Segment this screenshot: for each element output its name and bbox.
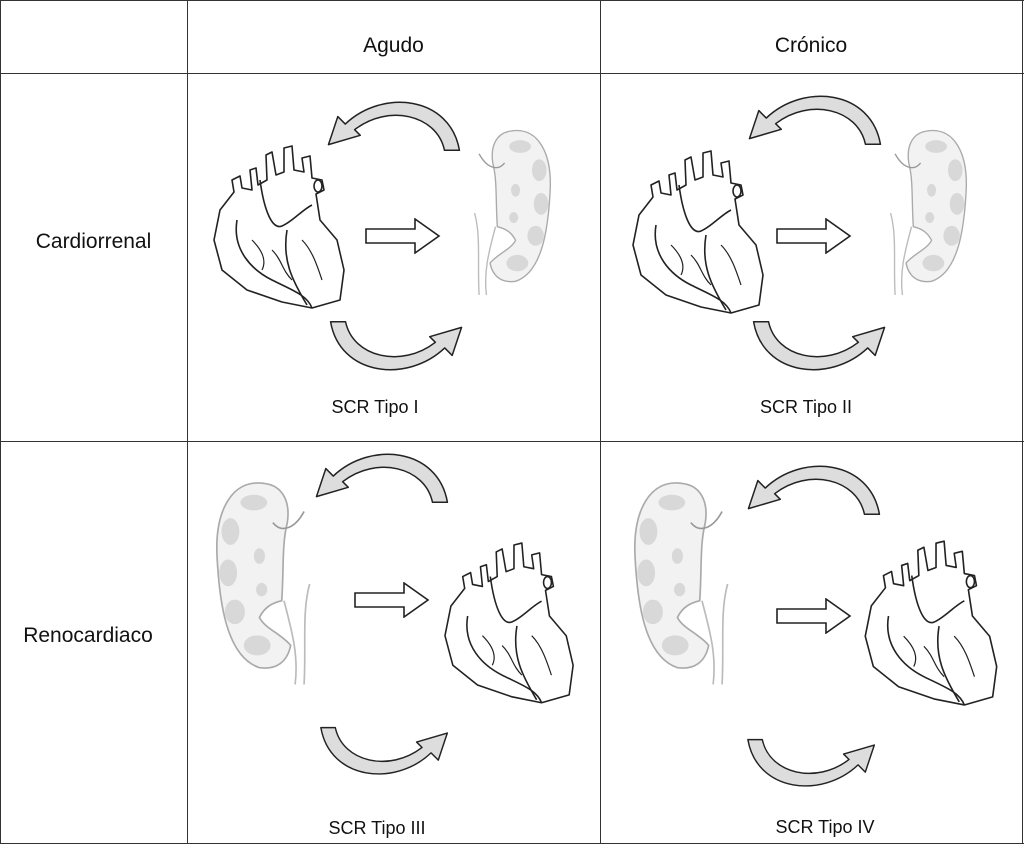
arrow-right-icon	[354, 582, 429, 618]
label-scr-tipo-2: SCR Tipo II	[759, 397, 853, 417]
border-col1	[187, 0, 188, 844]
curved-arrow-icon	[315, 453, 449, 504]
border-top	[0, 0, 1024, 1]
curved-arrow-icon	[747, 738, 876, 787]
curved-arrow-icon	[327, 101, 461, 152]
curved-arrow-icon	[752, 320, 886, 371]
curved-arrow-icon	[329, 320, 463, 371]
label-scr-tipo-3: SCR Tipo III	[328, 818, 426, 838]
border-row2	[0, 441, 1024, 442]
row-label-renocardiaco: Renocardiaco	[23, 624, 153, 647]
arrow-right-icon	[776, 218, 851, 254]
kidney-icon	[473, 129, 552, 296]
heart-icon	[632, 150, 764, 314]
kidney-icon	[215, 481, 311, 686]
border-right	[1022, 0, 1023, 844]
curved-arrow-icon	[320, 726, 449, 775]
heart-icon	[213, 145, 345, 309]
header-agudo: Agudo	[363, 34, 424, 57]
header-cronico: Crónico	[774, 34, 848, 57]
label-scr-tipo-4: SCR Tipo IV	[775, 817, 875, 837]
arrow-right-icon	[776, 598, 851, 634]
heart-icon	[444, 542, 574, 704]
row-label-cardiorrenal: Cardiorrenal	[35, 230, 152, 253]
border-col2	[600, 0, 601, 844]
label-scr-tipo-1: SCR Tipo I	[331, 397, 419, 417]
kidney-icon	[633, 481, 729, 686]
border-row1	[0, 73, 1024, 74]
curved-arrow-icon	[748, 95, 882, 146]
arrow-right-icon	[365, 218, 440, 254]
heart-icon	[864, 540, 998, 706]
kidney-icon	[889, 129, 968, 296]
curved-arrow-icon	[747, 465, 881, 516]
border-left	[0, 0, 1, 844]
